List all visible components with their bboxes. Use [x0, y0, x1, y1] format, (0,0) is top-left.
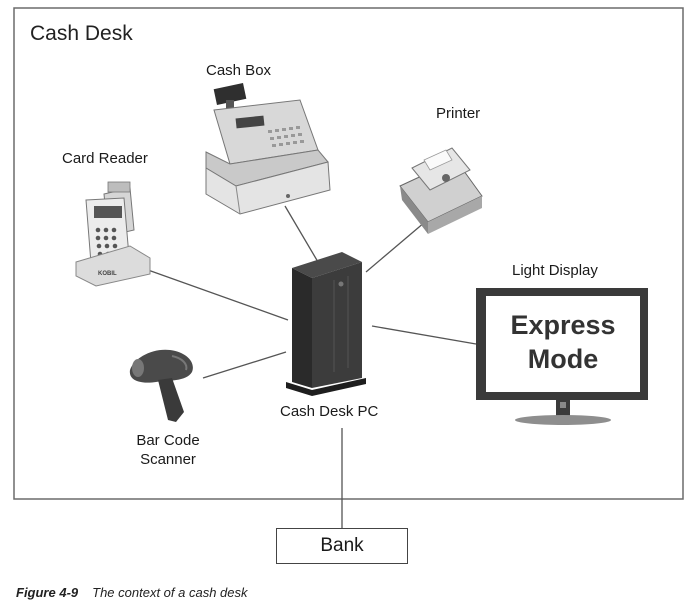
- cash-desk-pc-icon: [286, 252, 366, 396]
- display-text-mode: Mode: [527, 344, 599, 374]
- connection-light-display: [371, 325, 477, 345]
- light-display-label: Light Display: [512, 262, 598, 279]
- connection-scanner: [202, 351, 287, 379]
- connections: [147, 205, 477, 528]
- light-display-icon: [476, 288, 648, 425]
- connection-cash-box: [284, 205, 319, 263]
- scanner-label-line1: Bar Code: [136, 432, 200, 449]
- cash-desk-frame: [13, 7, 684, 500]
- figure-number: Figure 4-9: [16, 585, 79, 600]
- connection-card-reader: [147, 269, 289, 321]
- bank-box: Bank: [276, 528, 408, 564]
- bank-label: Bank: [320, 535, 364, 556]
- card-reader-label: Card Reader: [62, 150, 148, 167]
- scanner-label: Bar Code Scanner: [128, 431, 208, 469]
- display-text-express: Express: [510, 310, 616, 340]
- scanner-label-line2: Scanner: [140, 451, 196, 468]
- card-reader-brand: KOBIL: [98, 271, 117, 277]
- figure-caption-text: The context of a cash desk: [92, 585, 248, 600]
- connection-printer: [365, 221, 426, 273]
- cash-desk-pc-label: Cash Desk PC: [280, 403, 379, 420]
- cash-box-label: Cash Box: [206, 62, 272, 79]
- bar-code-scanner-icon: [129, 349, 193, 422]
- card-reader-icon: KOBIL: [75, 181, 151, 287]
- cash-box-icon: [205, 83, 331, 215]
- figure-caption: Figure 4-9 The context of a cash desk: [16, 585, 248, 600]
- printer-icon: [399, 147, 483, 234]
- diagram-title: Cash Desk: [30, 22, 133, 45]
- printer-label: Printer: [436, 105, 481, 122]
